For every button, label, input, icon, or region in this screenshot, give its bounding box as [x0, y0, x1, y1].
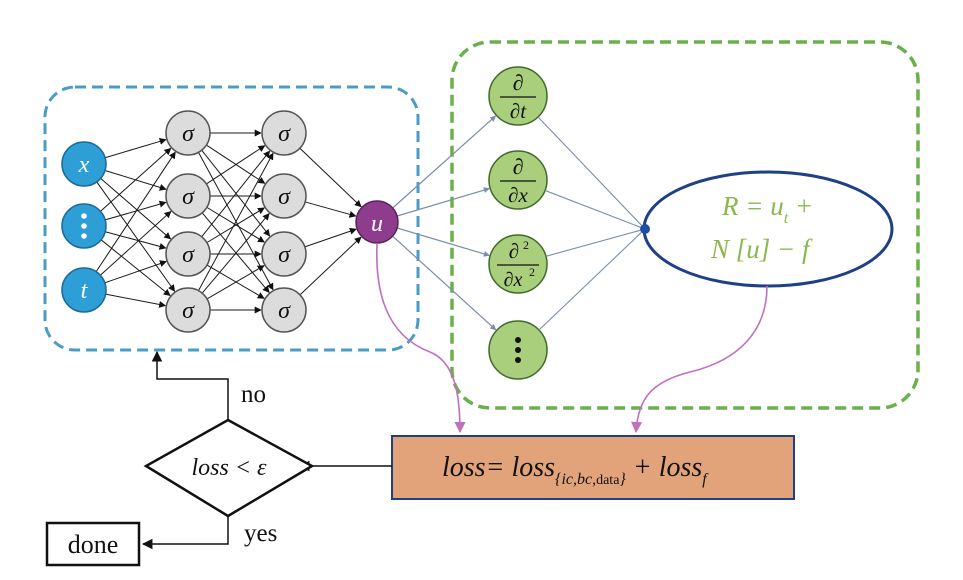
svg-text:∂: ∂	[509, 239, 519, 263]
network-edge	[201, 213, 270, 294]
arrow-no-to-network	[151, 350, 229, 420]
svg-text:t: t	[81, 278, 89, 304]
network-edge	[201, 150, 271, 238]
network-edge	[206, 265, 265, 300]
hidden-node: σ	[261, 231, 307, 277]
derivative-edge	[396, 187, 490, 217]
hidden-layer-2: σ σ σ σ	[261, 110, 307, 333]
residual-edge	[544, 189, 641, 228]
hidden-node: σ	[261, 173, 307, 219]
derivative-edge	[392, 115, 497, 209]
svg-text:∂: ∂	[513, 154, 524, 179]
arrow-yes-to-done	[141, 516, 229, 550]
derivative-node-dt: ∂ ∂t	[488, 66, 548, 126]
svg-text:σ: σ	[182, 184, 195, 210]
derivative-edge	[392, 235, 497, 331]
svg-text:σ: σ	[182, 298, 195, 324]
svg-text:∂: ∂	[513, 70, 524, 95]
derivative-node-more	[488, 320, 548, 380]
network-edge	[304, 227, 357, 248]
residual-ellipse: R = ut + N [u] − f	[640, 170, 894, 288]
vertical-ellipsis-icon	[515, 337, 521, 363]
pde-residual-box	[450, 40, 920, 410]
svg-text:∂t: ∂t	[510, 99, 527, 123]
derivative-node-dx: ∂ ∂x	[488, 150, 548, 210]
hidden-node: σ	[165, 173, 211, 219]
network-edge	[105, 231, 167, 250]
network-edge	[299, 147, 362, 208]
residual-line-2: N [u] − f	[710, 234, 813, 264]
svg-text:σ: σ	[182, 242, 195, 268]
hidden-layer-1: σ σ σ σ	[165, 110, 211, 333]
network-edge	[100, 147, 172, 212]
svg-text:σ: σ	[182, 121, 195, 147]
residual-edge	[538, 232, 642, 331]
svg-text:u: u	[371, 211, 383, 237]
svg-text:2: 2	[529, 265, 535, 279]
pink-arrow-u-to-loss	[375, 242, 466, 434]
network-edge	[105, 293, 167, 308]
network-edge	[198, 152, 274, 291]
network-edge	[100, 178, 172, 240]
hidden-node: σ	[261, 287, 307, 333]
svg-text:done: done	[68, 530, 119, 559]
loss-formula: loss= loss{ic,bc,data} + lossf	[442, 452, 709, 488]
pink-arrow-residual-to-loss	[631, 285, 768, 434]
derivative-edge	[396, 227, 490, 257]
input-node-ellipsis	[61, 203, 107, 249]
network-edge	[96, 181, 176, 292]
hidden-node: σ	[261, 110, 307, 156]
svg-text:2: 2	[523, 238, 529, 252]
network-edge	[104, 138, 167, 159]
residual-edge	[537, 116, 642, 226]
svg-text:loss < ε: loss < ε	[192, 455, 268, 481]
network-edge	[95, 151, 176, 272]
network-edge	[299, 236, 362, 296]
hidden-node: σ	[165, 231, 211, 277]
hidden-node: σ	[165, 110, 211, 156]
residual-edge	[545, 229, 641, 257]
network-edge	[100, 239, 171, 296]
svg-text:σ: σ	[278, 242, 291, 268]
svg-text:σ: σ	[278, 298, 291, 324]
hidden-node: σ	[165, 287, 211, 333]
network-edge	[206, 207, 265, 244]
loss-box: loss= loss{ic,bc,data} + lossf	[391, 435, 795, 500]
label-no: no	[241, 381, 266, 408]
residual-line-1: R = ut +	[721, 191, 813, 227]
svg-text:σ: σ	[278, 121, 291, 147]
residual-edges	[537, 116, 642, 331]
label-yes: yes	[244, 520, 277, 547]
input-node-x: x	[61, 141, 107, 187]
svg-text:∂x: ∂x	[508, 183, 528, 207]
network-edge	[305, 201, 357, 218]
done-box: done	[45, 521, 141, 567]
network-edge	[206, 145, 266, 185]
svg-text:∂x: ∂x	[504, 269, 523, 291]
derivative-edges	[392, 115, 497, 331]
input-node-t: t	[61, 267, 107, 313]
output-node-u: u	[355, 200, 399, 244]
neural-network-box	[43, 85, 420, 352]
network-edge	[104, 200, 167, 221]
decision-diamond: loss < ε	[143, 418, 315, 518]
network-edges	[95, 129, 362, 314]
svg-text:σ: σ	[278, 184, 291, 210]
network-edge	[99, 210, 172, 276]
network-edge	[104, 260, 167, 284]
vertical-ellipsis-icon	[81, 213, 87, 239]
derivative-node-d2x2: ∂ 2 ∂x 2	[488, 234, 548, 294]
svg-text:x: x	[78, 152, 90, 178]
